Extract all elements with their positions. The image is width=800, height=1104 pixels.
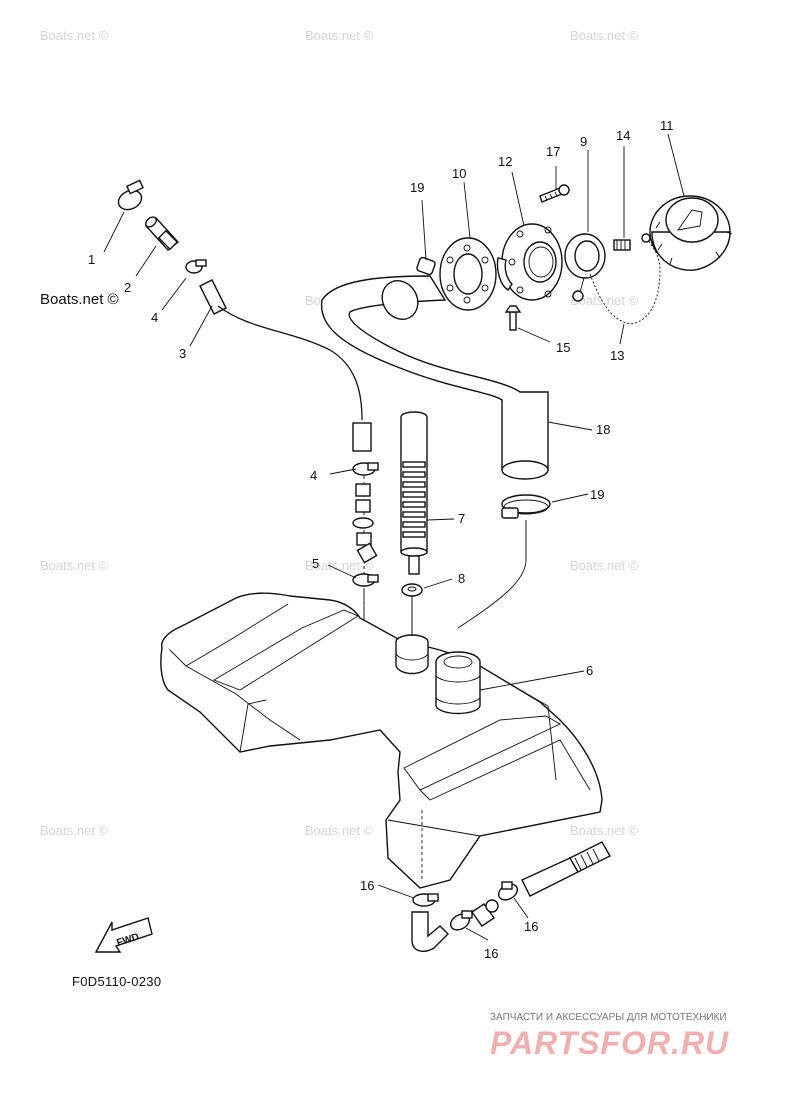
drawing-code: F0D5110-0230 — [72, 974, 161, 989]
watermark: Boats.net © — [40, 558, 109, 573]
watermark: Boats.net © — [305, 558, 374, 573]
part-16-clamp-mid — [449, 910, 473, 931]
part-19-clamp-upper — [381, 256, 436, 320]
watermark: Boats.net © — [570, 823, 639, 838]
watermark: Boats.net © — [305, 823, 374, 838]
brand-logo: ЗАПЧАСТИ И АКСЕССУАРЫ ДЛЯ МОТОТЕХНИКИ PA… — [490, 1012, 729, 1061]
watermark: Boats.net © — [40, 823, 109, 838]
part-15-bolt — [504, 305, 522, 331]
brand-name: PARTSFOR.RU — [490, 1025, 729, 1061]
part-10-gasket — [439, 237, 497, 311]
drain-fitting — [471, 899, 499, 927]
part-6-fuel-tank — [160, 592, 603, 889]
brand-tagline: ЗАПЧАСТИ И АКСЕССУАРЫ ДЛЯ МОТОТЕХНИКИ — [490, 1012, 727, 1023]
part-16-clamp-right — [497, 881, 519, 901]
callout-labels: 1 2 4 3 4 5 6 7 8 9 10 11 12 13 14 15 16… — [88, 118, 674, 961]
callout-12: 12 — [498, 154, 512, 169]
callout-11: 11 — [660, 118, 674, 133]
callout-16: 16 — [484, 946, 498, 961]
watermark: Boats.net © — [570, 293, 639, 308]
part-16-clamp-left — [412, 893, 439, 907]
part-7-strainer — [400, 411, 428, 575]
callout-5: 5 — [312, 556, 319, 571]
credit-text: Boats.net © — [40, 291, 119, 308]
callout-2: 2 — [124, 280, 131, 295]
callout-14: 14 — [616, 128, 630, 143]
callout-1: 1 — [88, 252, 95, 267]
part-3-hose — [199, 279, 372, 452]
part-12-filler-neck — [496, 223, 563, 301]
callout-9: 9 — [580, 134, 587, 149]
callout-16: 16 — [524, 919, 538, 934]
leader-lines — [103, 133, 685, 941]
part-9-seal — [564, 233, 606, 302]
callout-4: 4 — [310, 468, 317, 483]
callout-19: 19 — [410, 180, 424, 195]
part-1-clamp — [117, 179, 144, 211]
inline-fittings — [352, 476, 378, 630]
part-18-filler-hose — [320, 275, 549, 480]
part-4-clamp-upper — [185, 259, 207, 274]
callout-18: 18 — [596, 422, 610, 437]
watermark: Boats.net © — [305, 28, 374, 43]
callout-3: 3 — [179, 346, 186, 361]
part-4-clamp-lower — [352, 462, 379, 476]
callout-16: 16 — [360, 878, 374, 893]
part-19-clamp-lower — [457, 494, 551, 629]
callout-17: 17 — [546, 144, 560, 159]
elbow-hose — [411, 911, 449, 952]
watermark: Boats.net © — [570, 558, 639, 573]
part-14-screw — [613, 239, 631, 251]
callout-19: 19 — [590, 487, 604, 502]
part-2-fitting — [144, 216, 180, 251]
part-17-screw — [539, 184, 570, 203]
callout-15: 15 — [556, 340, 570, 355]
callout-13: 13 — [610, 348, 624, 363]
watermark: Boats.net © — [40, 28, 109, 43]
callout-6: 6 — [586, 663, 593, 678]
fwd-arrow-icon: FWD — [94, 917, 153, 953]
vent-hose — [521, 841, 611, 897]
callout-7: 7 — [458, 511, 465, 526]
part-11-fuel-cap — [649, 195, 733, 271]
callout-10: 10 — [452, 166, 466, 181]
watermark: Boats.net © — [570, 28, 639, 43]
callout-8: 8 — [458, 571, 465, 586]
callout-4: 4 — [151, 310, 158, 325]
